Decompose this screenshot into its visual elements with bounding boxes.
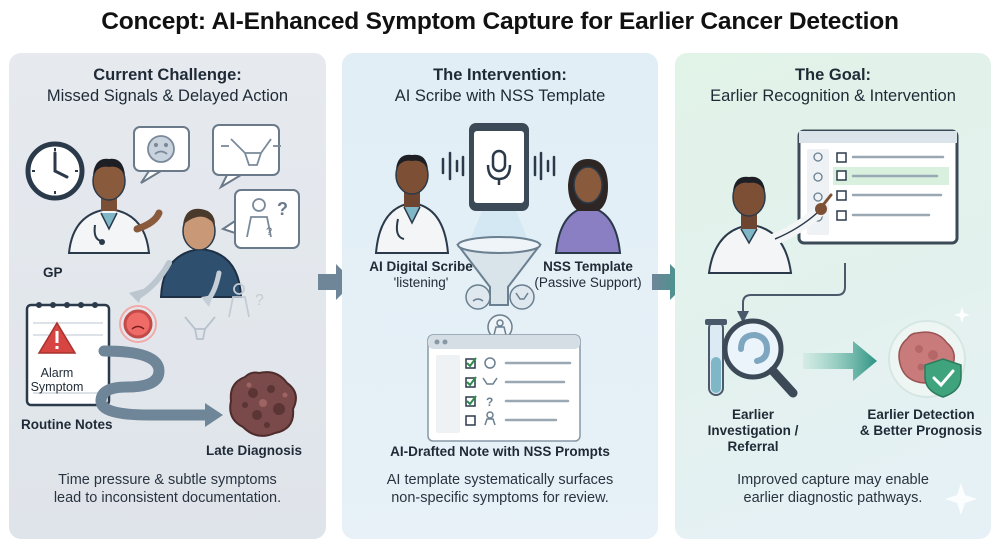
investigation-line-1: Earlier bbox=[731, 407, 775, 422]
template-line-2: (Passive Support) bbox=[534, 275, 642, 290]
funnel-icon bbox=[455, 236, 543, 306]
tumor-icon bbox=[229, 371, 297, 437]
panel-caption: AI template systematically surfaces non-… bbox=[342, 471, 658, 507]
challenge-illustration: ? ? ? bbox=[25, 124, 300, 437]
ai-scribe-label: AI Digital Scribe 'listening' bbox=[362, 259, 480, 291]
goal-illustration bbox=[705, 129, 977, 515]
scribe-line-1: AI Digital Scribe bbox=[369, 259, 473, 274]
warning-icon bbox=[37, 321, 77, 354]
svg-text:?: ? bbox=[277, 199, 288, 219]
doctor-icon bbox=[374, 154, 450, 254]
doctor-icon bbox=[707, 176, 833, 274]
notepad-icon bbox=[25, 302, 111, 407]
svg-text:?: ? bbox=[255, 292, 264, 309]
caption-line-2: earlier diagnostic pathways. bbox=[743, 490, 923, 506]
doctor-icon bbox=[67, 158, 163, 254]
patient-icon bbox=[554, 159, 622, 254]
nss-template-label: NSS Template (Passive Support) bbox=[528, 259, 648, 291]
svg-text:?: ? bbox=[266, 226, 272, 238]
gp-label: GP bbox=[43, 265, 63, 280]
late-diagnosis-label: Late Diagnosis bbox=[206, 443, 303, 458]
panel-subheading: Missed Signals & Delayed Action bbox=[46, 87, 289, 105]
checklist-icon: ? bbox=[427, 334, 581, 442]
panel-goal: The Goal: Earlier Recognition & Interven… bbox=[675, 53, 991, 539]
panel-caption: Improved capture may enable earlier diag… bbox=[675, 471, 991, 507]
magnifier-icon bbox=[722, 318, 798, 398]
svg-text:?: ? bbox=[486, 395, 493, 409]
panel-current-challenge: Current Challenge: Missed Signals & Dela… bbox=[9, 53, 326, 539]
detection-label: Earlier Detection & Better Prognosis bbox=[851, 407, 991, 439]
caption-line-1: Improved capture may enable bbox=[737, 472, 929, 488]
microphone-icon bbox=[486, 149, 512, 185]
alarm-line-2: Symptom bbox=[30, 380, 84, 394]
monitor-icon bbox=[797, 129, 959, 245]
clock-icon bbox=[25, 141, 85, 201]
caption-line-1: AI template systematically surfaces bbox=[386, 472, 614, 488]
panel-subheading: Earlier Recognition & Intervention bbox=[710, 87, 956, 105]
page-title: Concept: AI-Enhanced Symptom Capture for… bbox=[101, 8, 899, 35]
drafted-note-label: AI-Drafted Note with NSS Prompts bbox=[390, 444, 610, 459]
caption-line-2: lead to inconsistent documentation. bbox=[53, 490, 282, 506]
alarm-line-1: Alarm bbox=[40, 366, 74, 380]
test-tube-icon bbox=[705, 319, 727, 396]
panel-heading: The Goal: bbox=[794, 66, 872, 84]
routine-notes-label: Routine Notes bbox=[21, 417, 113, 432]
intervention-illustration: ? bbox=[374, 123, 622, 442]
investigation-line-3: Referral bbox=[727, 439, 779, 454]
investigation-line-2: Investigation / bbox=[707, 423, 799, 438]
panel-heading: Current Challenge: bbox=[93, 66, 242, 84]
caption-line-2: non-specific symptoms for review. bbox=[391, 490, 609, 506]
shield-check-icon bbox=[924, 358, 962, 398]
panel-subheading: AI Scribe with NSS Template bbox=[394, 87, 606, 105]
alarm-symptom-label: Alarm Symptom bbox=[29, 366, 85, 394]
detection-line-2: & Better Prognosis bbox=[859, 423, 983, 438]
panel-caption: Time pressure & subtle symptoms lead to … bbox=[9, 471, 326, 507]
panel-heading: The Intervention: bbox=[433, 66, 567, 84]
patient-icon bbox=[159, 208, 243, 298]
scribe-line-2: 'listening' bbox=[393, 275, 449, 290]
panel-intervention: The Intervention: AI Scribe with NSS Tem… bbox=[342, 53, 658, 539]
tablet-icon bbox=[469, 123, 529, 211]
template-line-1: NSS Template bbox=[543, 259, 633, 274]
caption-line-1: Time pressure & subtle symptoms bbox=[58, 472, 277, 488]
investigation-label: Earlier Investigation / Referral bbox=[693, 407, 813, 455]
detection-line-1: Earlier Detection bbox=[867, 407, 975, 422]
